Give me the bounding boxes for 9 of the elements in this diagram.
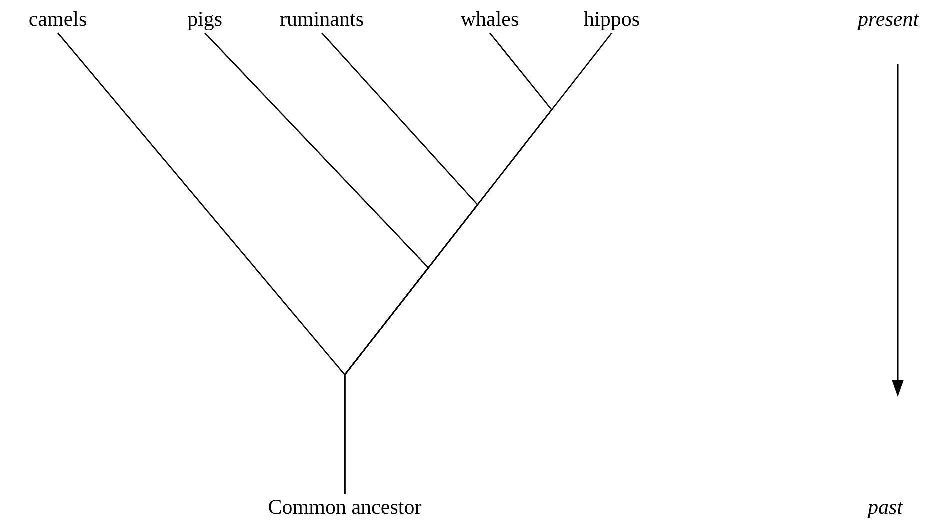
taxon-label: whales (460, 8, 520, 32)
time-label: past (868, 496, 904, 520)
taxon-label: camels (28, 8, 88, 32)
taxon-label: ruminants (280, 8, 364, 32)
time-label: present (858, 8, 920, 32)
tree-branch (344, 32, 613, 494)
taxon-label: Common ancestor (268, 496, 422, 520)
taxon-label: hippos (584, 8, 640, 32)
taxon-label: pigs (188, 8, 222, 32)
